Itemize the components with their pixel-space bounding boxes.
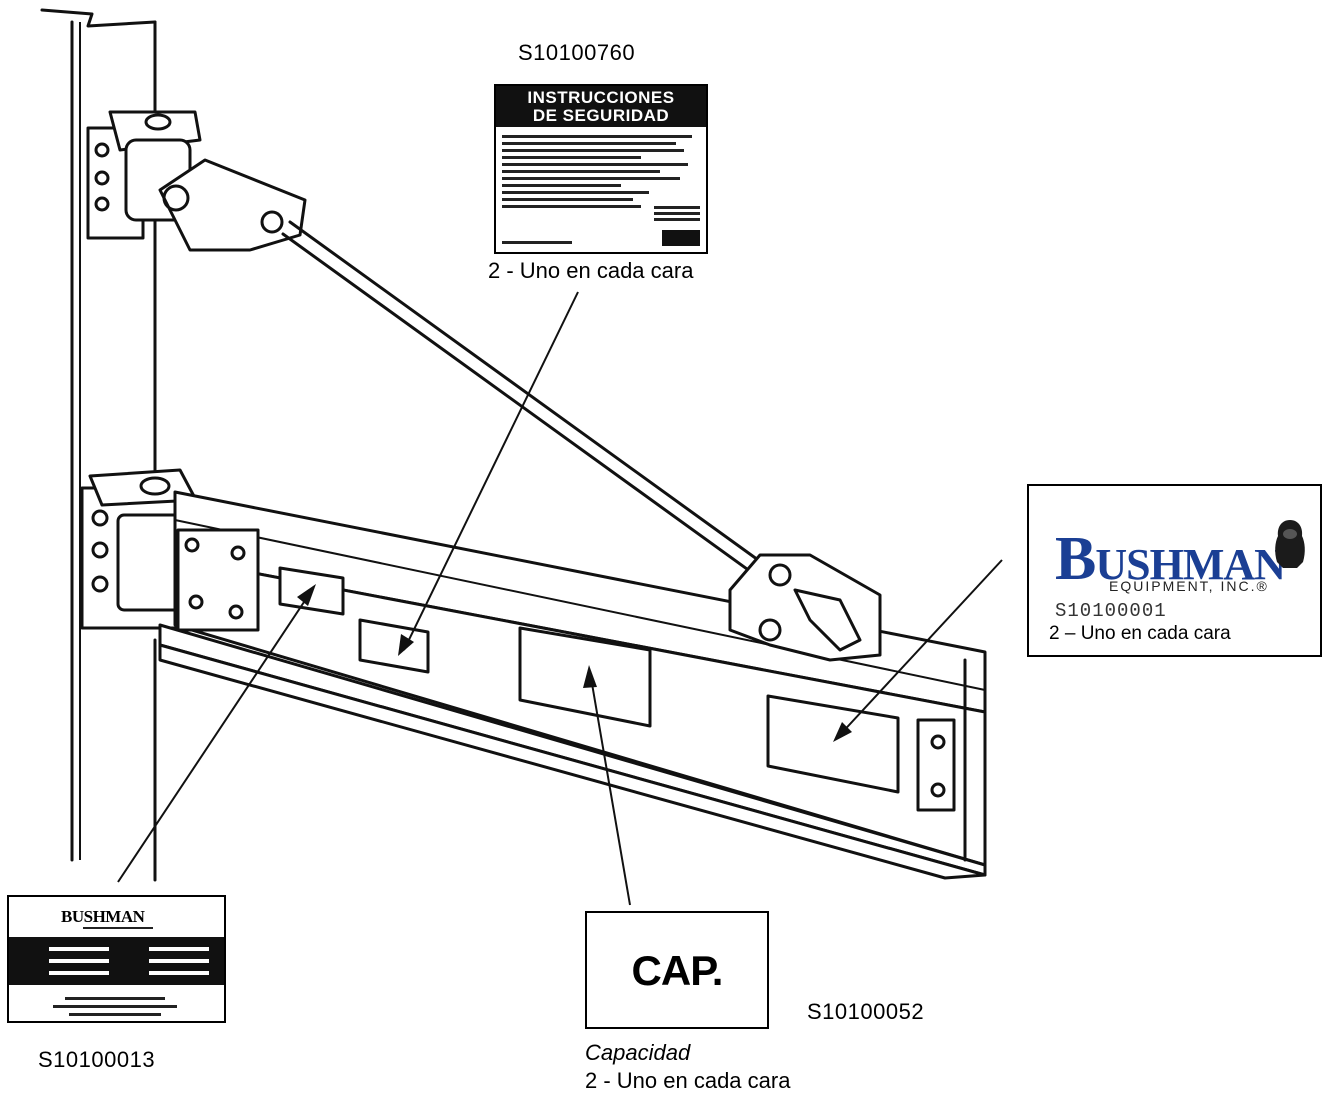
upper-bracket [86, 110, 307, 252]
safety-heading-line2: DE SEGURIDAD [532, 106, 670, 125]
bushman-decal-quantity: 2 – Uno en cada cara [1049, 623, 1231, 644]
capacity-decal: CAP. [585, 911, 769, 1029]
nameplate-data-band [9, 937, 224, 985]
bushman-decal-part-number: S10100001 [1055, 600, 1167, 622]
safety-decal-footer [502, 206, 700, 246]
capacity-decal-title: Capacidad [585, 1040, 691, 1065]
tie-rod [281, 220, 774, 584]
safety-decal-fine-print [496, 127, 706, 216]
safety-decal-heading: INSTRUCCIONES DE SEGURIDAD [496, 86, 706, 127]
end-clevis [728, 553, 882, 662]
cap-text: CAP. [631, 947, 724, 994]
bushman-subtitle: EQUIPMENT, INC.® [1109, 578, 1269, 594]
safety-instructions-decal: INSTRUCCIONES DE SEGURIDAD [494, 84, 708, 254]
safety-decal-quantity: 2 - Uno en cada cara [488, 258, 694, 283]
nameplate-brand: BUSHMAN [61, 907, 145, 926]
safety-decal-part-number: S10100760 [518, 40, 636, 65]
nameplate-part-number: S10100013 [38, 1047, 156, 1072]
capacity-decal-part-number: S10100052 [807, 999, 925, 1024]
nameplate-decal: BUSHMAN [7, 895, 226, 1023]
gorilla-icon [1275, 520, 1305, 568]
lower-bracket [80, 468, 198, 630]
capacity-decal-quantity: 2 - Uno en cada cara [585, 1068, 791, 1093]
safety-heading-line1: INSTRUCCIONES [527, 88, 675, 107]
mhi-logo-icon [662, 230, 700, 246]
column [40, 8, 157, 882]
leader-arrows [117, 291, 1003, 906]
bushman-logo-decal: BUSHMAN EQUIPMENT, INC.® S10100001 2 – U… [1027, 484, 1322, 657]
bushman-brand: BUSHMAN [1055, 525, 1286, 593]
